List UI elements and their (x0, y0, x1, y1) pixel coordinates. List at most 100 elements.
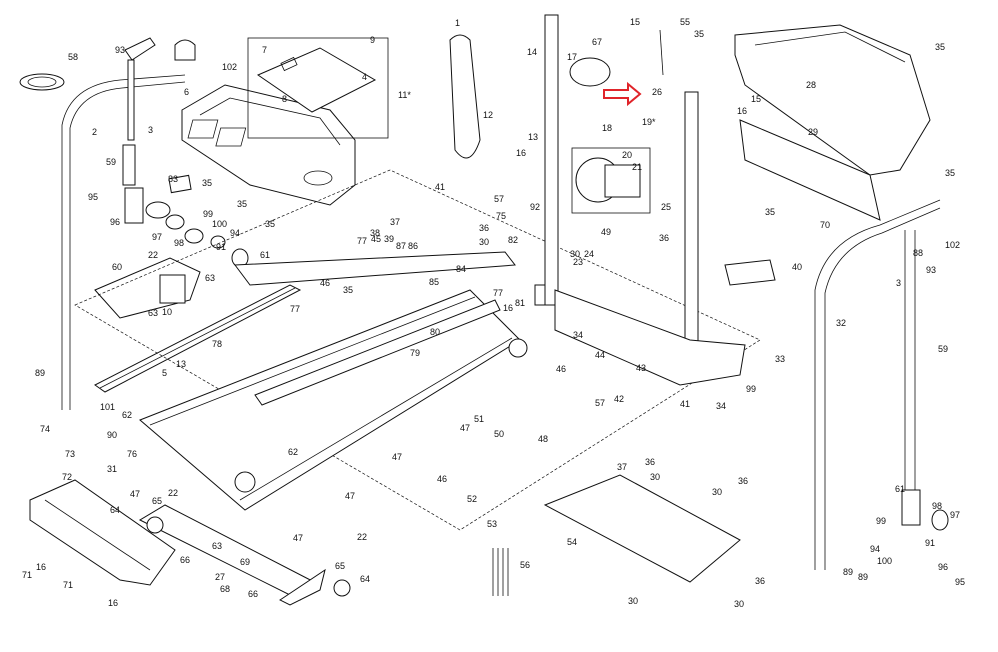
callout-label-9: 9 (370, 35, 375, 45)
callout-label-35d: 35 (935, 42, 945, 52)
callout-label-13: 13 (528, 132, 538, 142)
callout-label-13b: 13 (176, 359, 186, 369)
callout-label-61b: 61 (895, 484, 905, 494)
callout-label-89c: 89 (843, 567, 853, 577)
left-side-rail (94, 284, 302, 393)
callout-label-1: 1 (455, 18, 460, 28)
callout-label-78: 78 (212, 339, 222, 349)
callout-label-54: 54 (567, 537, 577, 547)
callout-label-30c: 30 (712, 487, 722, 497)
callout-label-27: 27 (215, 572, 225, 582)
callout-label-47c: 47 (345, 491, 355, 501)
callout-label-55: 55 (680, 17, 690, 27)
callout-label-40: 40 (792, 262, 802, 272)
callout-label-80: 80 (430, 327, 440, 337)
callout-label-35b: 35 (343, 285, 353, 295)
callout-label-99b: 99 (876, 516, 886, 526)
callout-label-46b: 46 (437, 474, 447, 484)
callout-label-91a: 91 (216, 242, 226, 252)
callout-label-97a: 97 (152, 232, 162, 242)
callout-label-38: 38 (370, 228, 380, 238)
callout-label-30: 30 (479, 237, 489, 247)
callout-label-24: 24 (584, 249, 594, 259)
callout-label-100a: 100 (212, 219, 227, 229)
callout-label-39: 39 (384, 234, 394, 244)
callout-label-23: 23 (573, 257, 583, 267)
callout-label-47e: 47 (460, 423, 470, 433)
callout-label-65b: 65 (335, 561, 345, 571)
callout-label-33: 33 (775, 354, 785, 364)
callout-label-19: 19* (642, 117, 656, 127)
treadmill-frame (74, 169, 761, 531)
callout-label-35h: 35 (765, 207, 775, 217)
callout-label-44: 44 (595, 350, 605, 360)
console-assembly (181, 37, 389, 206)
callout-label-57: 57 (494, 194, 504, 204)
callout-label-37: 37 (390, 217, 400, 227)
cable-ties (492, 548, 509, 596)
callout-label-57b: 57 (595, 398, 605, 408)
callout-label-73: 73 (65, 449, 75, 459)
callout-label-15a: 15 (630, 17, 640, 27)
callout-label-35g: 35 (265, 219, 275, 229)
callout-label-94b: 94 (870, 544, 880, 554)
callout-label-29: 29 (808, 127, 818, 137)
callout-label-46: 46 (320, 278, 330, 288)
callout-label-34: 34 (573, 330, 583, 340)
callout-label-4: 4 (362, 72, 367, 82)
left-components (94, 174, 249, 319)
callout-label-12: 12 (483, 110, 493, 120)
callout-label-96b: 96 (938, 562, 948, 572)
callout-label-67: 67 (592, 37, 602, 47)
callout-label-89a: 89 (35, 368, 45, 378)
callout-label-43: 43 (636, 363, 646, 373)
callout-label-94a: 94 (230, 228, 240, 238)
callout-label-42: 42 (614, 394, 624, 404)
callout-label-8: 8 (282, 94, 287, 104)
callout-label-47a: 47 (130, 489, 140, 499)
callout-label-77c: 77 (493, 288, 503, 298)
callout-label-64b: 64 (360, 574, 370, 584)
callout-label-93a: 93 (115, 45, 125, 55)
callout-label-59b: 59 (938, 344, 948, 354)
callout-label-91b: 91 (925, 538, 935, 548)
callout-label-102a: 102 (222, 62, 237, 72)
callout-label-99a: 99 (203, 209, 213, 219)
callout-label-45: 45 (371, 234, 381, 244)
callout-label-30e: 30 (628, 596, 638, 606)
callout-label-88: 88 (913, 248, 923, 258)
callout-label-15b: 15 (751, 94, 761, 104)
callout-label-74: 74 (40, 424, 50, 434)
callout-label-36d: 36 (645, 457, 655, 467)
callout-label-68: 68 (220, 584, 230, 594)
callout-label-70: 70 (820, 220, 830, 230)
callout-label-26: 26 (652, 87, 662, 97)
callout-label-52: 52 (467, 494, 477, 504)
callout-label-93b: 93 (926, 265, 936, 275)
callout-label-69: 69 (240, 557, 250, 567)
callout-label-22c: 22 (168, 488, 178, 498)
callout-label-3a: 3 (148, 125, 153, 135)
callout-label-98a: 98 (174, 238, 184, 248)
callout-label-17: 17 (567, 52, 577, 62)
callout-label-46c: 46 (556, 364, 566, 374)
callout-label-66b: 66 (248, 589, 258, 599)
callout-label-25: 25 (661, 202, 671, 212)
callout-label-64a: 64 (110, 505, 120, 515)
callout-label-28: 28 (806, 80, 816, 90)
callout-label-82: 82 (508, 235, 518, 245)
callout-label-2: 2 (92, 127, 97, 137)
callout-label-65a: 65 (152, 496, 162, 506)
callout-label-41b: 41 (680, 399, 690, 409)
callout-label-62b: 62 (288, 447, 298, 457)
callout-label-61a: 61 (260, 250, 270, 260)
callout-label-100b: 100 (877, 556, 892, 566)
callout-label-36c: 36 (755, 576, 765, 586)
callout-label-21: 21 (632, 162, 642, 172)
left-upright-assembly (19, 37, 196, 410)
callout-label-99c: 99 (746, 384, 756, 394)
callout-label-89b: 89 (858, 572, 868, 582)
callout-label-36e: 36 (738, 476, 748, 486)
callout-label-16d: 16 (737, 106, 747, 116)
callout-label-66a: 66 (180, 555, 190, 565)
